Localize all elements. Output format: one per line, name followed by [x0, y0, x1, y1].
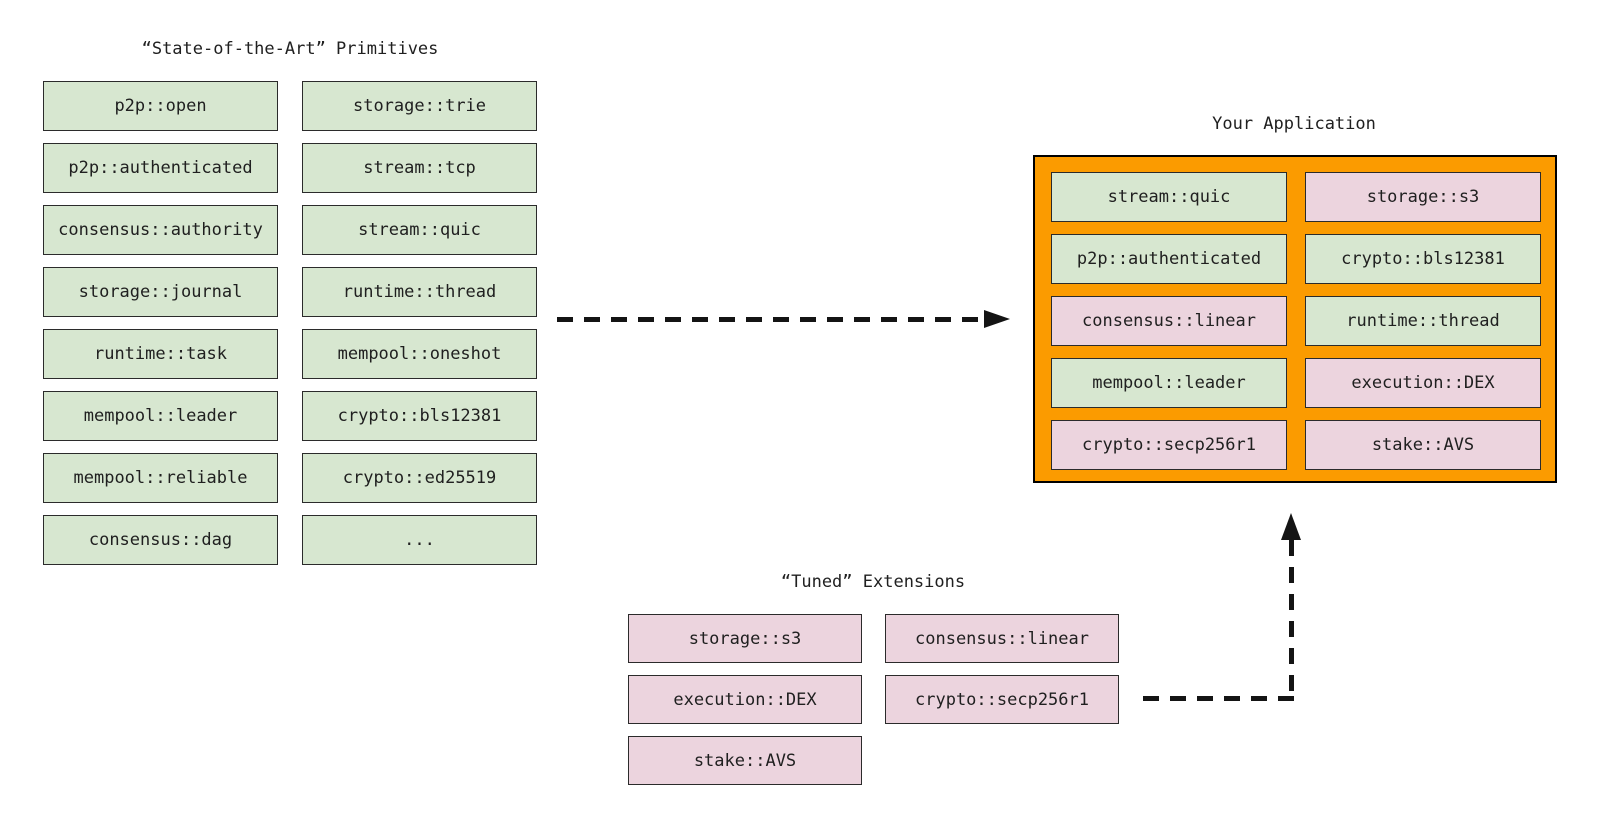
application-box: p2p::authenticated: [1051, 234, 1287, 284]
box-label: stream::quic: [358, 220, 481, 240]
primitives-title: “State-of-the-Art” Primitives: [141, 39, 439, 59]
primitives-grid: p2p::open storage::trie p2p::authenticat…: [43, 81, 537, 565]
box-label: stake::AVS: [693, 750, 797, 771]
box-label: crypto::secp256r1: [915, 689, 1089, 710]
application-box: storage::s3: [1305, 172, 1541, 222]
box-label: p2p::authenticated: [68, 158, 253, 178]
box-label: mempool::leader: [1092, 373, 1246, 393]
application-box: runtime::thread: [1305, 296, 1541, 346]
box-label: stream::tcp: [363, 158, 476, 178]
box-label: consensus::linear: [915, 628, 1089, 649]
primitive-box: mempool::oneshot: [302, 329, 537, 379]
primitive-box: mempool::reliable: [43, 453, 278, 503]
box-label: mempool::reliable: [73, 468, 248, 488]
extension-box: consensus::linear: [885, 614, 1119, 663]
application-box: mempool::leader: [1051, 358, 1287, 408]
extension-box: stake::AVS: [628, 736, 862, 785]
application-box: consensus::linear: [1051, 296, 1287, 346]
application-box: stream::quic: [1051, 172, 1287, 222]
primitive-box: crypto::bls12381: [302, 391, 537, 441]
box-label: ...: [404, 530, 435, 550]
extension-box: storage::s3: [628, 614, 862, 663]
primitives-to-application-arrow-line: [557, 317, 985, 322]
primitive-box: stream::quic: [302, 205, 537, 255]
box-label: runtime::thread: [342, 282, 497, 302]
primitive-box: storage::trie: [302, 81, 537, 131]
box-label: consensus::dag: [88, 530, 233, 550]
extension-box: crypto::secp256r1: [885, 675, 1119, 724]
extension-box: execution::DEX: [628, 675, 862, 724]
box-label: runtime::thread: [1346, 311, 1500, 331]
application-container: stream::quic storage::s3 p2p::authentica…: [1033, 155, 1557, 483]
box-label: runtime::task: [93, 344, 228, 364]
extensions-to-application-arrow-hline: [1143, 696, 1296, 701]
application-box: crypto::secp256r1: [1051, 420, 1287, 470]
application-box: stake::AVS: [1305, 420, 1541, 470]
box-label: mempool::oneshot: [337, 344, 502, 364]
box-label: storage::s3: [688, 628, 802, 649]
extensions-to-application-arrow-vline: [1289, 540, 1294, 701]
primitive-box: mempool::leader: [43, 391, 278, 441]
box-label: storage::journal: [78, 282, 243, 302]
primitive-box: consensus::dag: [43, 515, 278, 565]
primitive-box: runtime::thread: [302, 267, 537, 317]
primitive-box: consensus::authority: [43, 205, 278, 255]
application-box: crypto::bls12381: [1305, 234, 1541, 284]
primitive-box: stream::tcp: [302, 143, 537, 193]
extensions-title: “Tuned” Extensions: [780, 572, 966, 592]
primitive-box: p2p::open: [43, 81, 278, 131]
box-label: stream::quic: [1107, 187, 1231, 207]
primitive-box: ...: [302, 515, 537, 565]
primitive-box: runtime::task: [43, 329, 278, 379]
box-label: crypto::bls12381: [1341, 249, 1505, 269]
box-label: crypto::secp256r1: [1082, 435, 1256, 455]
box-label: storage::s3: [1366, 187, 1480, 207]
box-label: stake::AVS: [1371, 435, 1475, 455]
primitive-box: crypto::ed25519: [302, 453, 537, 503]
box-label: crypto::bls12381: [337, 406, 502, 426]
extensions-grid: storage::s3 consensus::linear execution:…: [628, 614, 1119, 785]
box-label: consensus::linear: [1082, 311, 1256, 331]
application-grid: stream::quic storage::s3 p2p::authentica…: [1051, 172, 1541, 470]
primitives-to-application-arrowhead-icon: [984, 310, 1010, 328]
application-box: execution::DEX: [1305, 358, 1541, 408]
box-label: consensus::authority: [58, 220, 263, 240]
box-label: storage::trie: [352, 96, 487, 116]
extensions-to-application-arrowhead-icon: [1281, 513, 1301, 540]
box-label: execution::DEX: [673, 689, 817, 710]
primitive-box: storage::journal: [43, 267, 278, 317]
box-label: mempool::leader: [83, 406, 238, 426]
box-label: execution::DEX: [1351, 373, 1495, 393]
box-label: p2p::open: [114, 96, 207, 116]
box-label: p2p::authenticated: [1076, 249, 1262, 269]
primitive-box: p2p::authenticated: [43, 143, 278, 193]
application-title: Your Application: [1212, 114, 1376, 134]
box-label: crypto::ed25519: [342, 468, 497, 488]
